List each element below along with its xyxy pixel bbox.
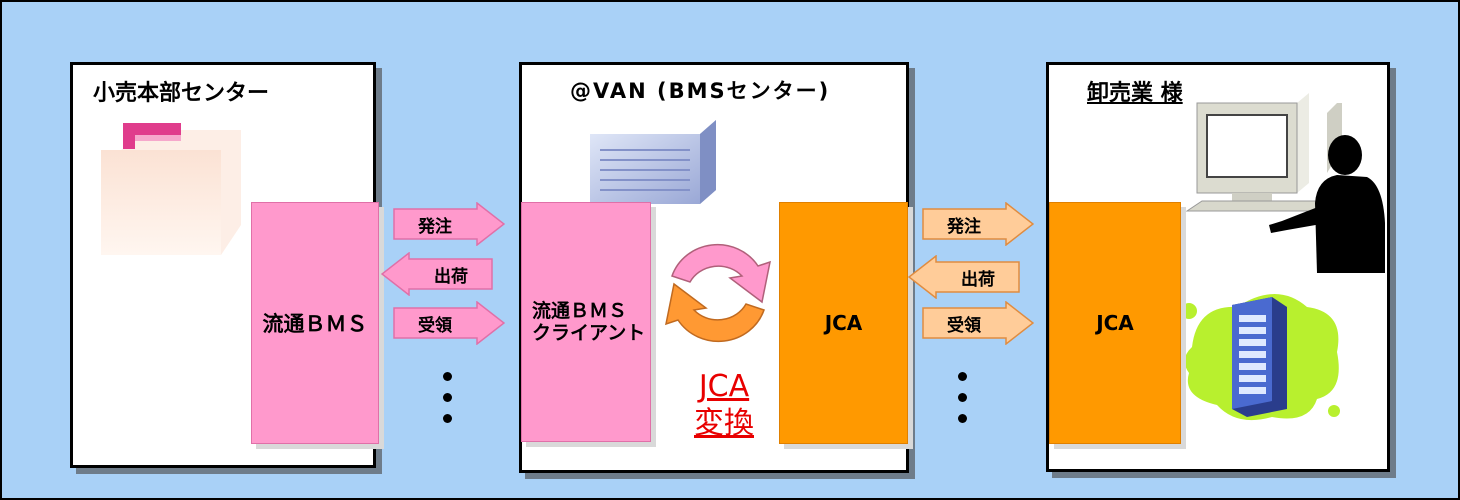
arrow-order-left: 発注: [393, 202, 505, 246]
retail-hq-title: 小売本部センター: [93, 81, 270, 106]
server-tower-icon: [1181, 294, 1340, 421]
computer-user-icon: [1185, 93, 1385, 273]
jca-conversion-line1: JCA: [698, 369, 750, 404]
arrow-shipment-left: 出荷: [381, 252, 493, 296]
message-label-shipment: 出荷: [961, 269, 995, 290]
more-messages-right: [958, 372, 968, 435]
arrow-receipt-left: 受領: [393, 301, 505, 345]
message-label-order: 発注: [418, 216, 452, 237]
wholesaler-jca-box: JCA: [1049, 202, 1181, 444]
arrow-receipt-right: 受領: [922, 301, 1034, 345]
message-label-receipt: 受領: [947, 315, 981, 336]
message-label-receipt: 受領: [418, 315, 452, 336]
van-jca-box: JCA: [779, 202, 908, 444]
jca-conversion-label: JCA 変換: [674, 368, 774, 442]
cycle-arrows-icon: [665, 244, 771, 342]
retail-bms-box: 流通ＢＭＳ: [251, 202, 379, 444]
wholesaler-title: 卸売業 様: [1087, 81, 1183, 106]
bms-client-box: 流通ＢＭＳ クライアント: [521, 202, 651, 442]
arrow-shipment-right: 出荷: [908, 255, 1020, 299]
arrow-order-right: 発注: [922, 202, 1034, 246]
van-center-title: @VAN (BMSセンター): [570, 79, 831, 103]
jca-conversion-line2: 変換: [694, 406, 754, 441]
message-label-order: 発注: [947, 216, 981, 237]
message-label-shipment: 出荷: [434, 266, 468, 287]
more-messages-left: [443, 372, 453, 435]
building-icon: [101, 123, 241, 255]
server-icon: [590, 120, 716, 204]
